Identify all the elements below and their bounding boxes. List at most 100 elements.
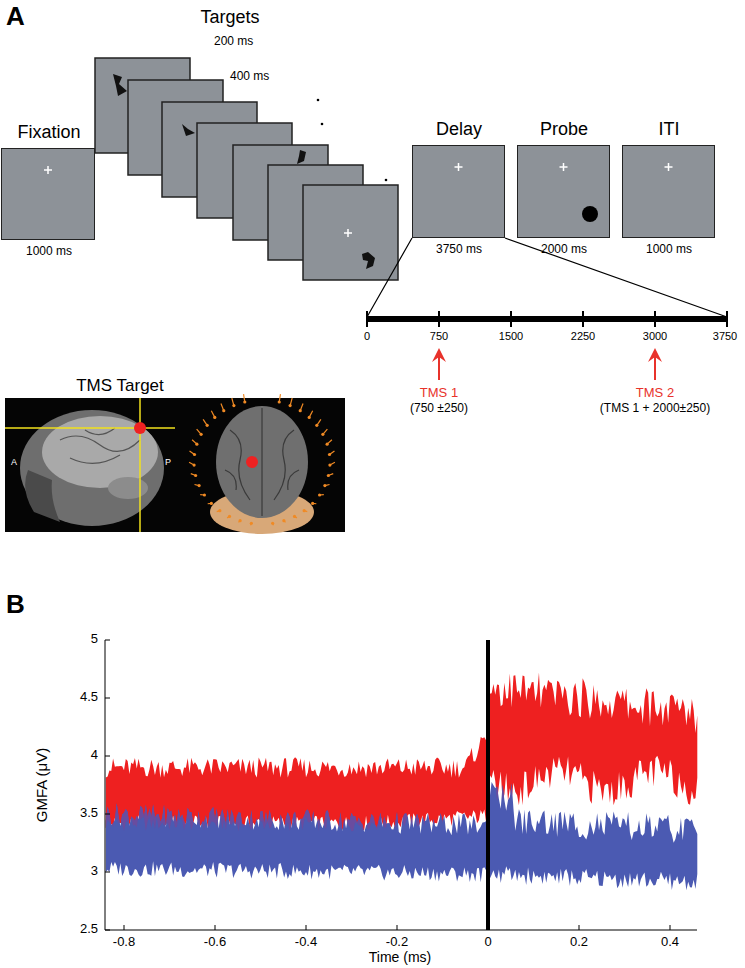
timeline-tick xyxy=(582,311,584,327)
electrode-marker xyxy=(308,416,311,419)
timeline-tick xyxy=(366,311,368,327)
axis-tick xyxy=(105,872,110,873)
electrode-marker xyxy=(271,522,274,525)
duration-label: 3750 ms xyxy=(436,243,482,257)
electrode-marker xyxy=(315,424,318,427)
tick-label: 5 xyxy=(91,632,98,647)
mri-sulci xyxy=(60,428,140,463)
ellipsis-dot xyxy=(317,99,320,102)
duration-label: 2000 ms xyxy=(541,243,587,257)
screen-box: Delay3750 ms xyxy=(412,145,505,238)
fixation-cross xyxy=(344,229,352,237)
ellipsis-dot xyxy=(321,123,324,126)
figure-label: TMS 1 xyxy=(420,386,458,401)
screen-box: ITI1000 ms xyxy=(622,145,715,238)
tick-label: -0.8 xyxy=(113,935,135,950)
tick-label: 3 xyxy=(91,864,98,879)
tick-label: -0.2 xyxy=(386,935,408,950)
figure-label: (TMS 1 + 2000±250) xyxy=(600,402,710,416)
tick-label: 2.5 xyxy=(80,922,98,937)
fixation-cross xyxy=(665,163,673,171)
fixation-cross xyxy=(560,163,568,171)
electrode-marker xyxy=(328,463,331,466)
axis-line xyxy=(105,640,697,930)
electrode-marker xyxy=(323,484,326,487)
screen-fill xyxy=(622,145,715,238)
electrode-marker xyxy=(222,409,225,412)
figure-label: 3750 xyxy=(713,330,737,343)
axis-tick xyxy=(488,925,489,930)
figure-label: 0 xyxy=(364,330,370,343)
axis-tick xyxy=(124,925,125,930)
tick-label: -0.6 xyxy=(204,935,226,950)
axis-tick xyxy=(105,814,110,815)
electrode-marker xyxy=(210,502,213,505)
target-frame xyxy=(303,185,398,280)
figure-label: Time (ms) xyxy=(369,949,431,965)
tick-label: 4.5 xyxy=(80,690,98,705)
crosshair xyxy=(5,427,175,429)
figure-label: GMFA (μV) xyxy=(33,748,50,822)
electrode-marker xyxy=(282,519,285,522)
timeline-tick xyxy=(726,311,728,327)
figure-label: 1500 xyxy=(499,330,523,343)
zoom-line xyxy=(367,238,727,317)
fixation-cross xyxy=(44,166,52,174)
electrode-marker xyxy=(194,474,197,477)
screen-heading: Delay xyxy=(436,119,482,140)
axis-tick xyxy=(105,698,110,699)
blue-band xyxy=(106,782,698,890)
electrode-marker xyxy=(239,519,242,522)
duration-label: 200 ms xyxy=(214,35,253,49)
mri-face xyxy=(25,470,60,522)
duration-label: 400 ms xyxy=(230,70,269,84)
figure-label: (750 ±250) xyxy=(410,402,468,416)
tick-label: 4 xyxy=(91,748,98,763)
figure-label: TMS 2 xyxy=(636,386,674,401)
probe-dot xyxy=(582,206,598,222)
electrode-marker xyxy=(228,515,231,518)
figure-label: 3000 xyxy=(643,330,667,343)
electrode-marker xyxy=(243,400,246,403)
axis-tick xyxy=(105,640,110,641)
timeline-tick xyxy=(654,311,656,327)
screen-box: Probe2000 ms xyxy=(517,145,610,238)
tms-onset-line xyxy=(486,640,490,930)
electrode-marker xyxy=(327,474,330,477)
screen-heading: ITI xyxy=(659,119,680,140)
target-shape xyxy=(297,150,306,164)
timeline-bar xyxy=(367,316,727,322)
timeline-tick xyxy=(510,311,512,327)
screen-heading: Fixation xyxy=(17,122,80,143)
electrode-marker xyxy=(206,424,209,427)
tms-target-dot xyxy=(134,422,146,434)
axis-tick xyxy=(105,930,110,931)
axis-tick xyxy=(670,925,671,930)
brain-sulci xyxy=(225,408,299,516)
screen-heading: Targets xyxy=(200,7,259,28)
electrode-marker xyxy=(218,509,221,512)
screen-fill xyxy=(412,145,505,238)
tms-target-dot xyxy=(246,456,258,468)
tick-label: 0.4 xyxy=(661,935,679,950)
screen-box: Fixation1000 ms xyxy=(1,148,95,240)
target-stack: Targets200 ms400 ms xyxy=(95,58,398,280)
panel-letter: A xyxy=(6,2,25,32)
panel-letter: B xyxy=(6,590,25,620)
electrode-marker xyxy=(193,453,196,456)
electrode-marker xyxy=(232,404,235,407)
tick-label: 0 xyxy=(484,935,491,950)
electrode-marker xyxy=(289,404,292,407)
mri-cerebellum xyxy=(108,477,148,499)
electrode-marker xyxy=(318,493,321,496)
electrode-marker xyxy=(321,433,324,436)
electrode-marker xyxy=(213,416,216,419)
figure-label: A xyxy=(11,457,17,467)
axis-tick xyxy=(579,925,580,930)
electrode-marker xyxy=(198,484,201,487)
electrode-marker xyxy=(200,433,203,436)
target-shape xyxy=(182,124,195,136)
tms-arrow-shaft xyxy=(654,356,656,380)
electrode-marker xyxy=(311,502,314,505)
